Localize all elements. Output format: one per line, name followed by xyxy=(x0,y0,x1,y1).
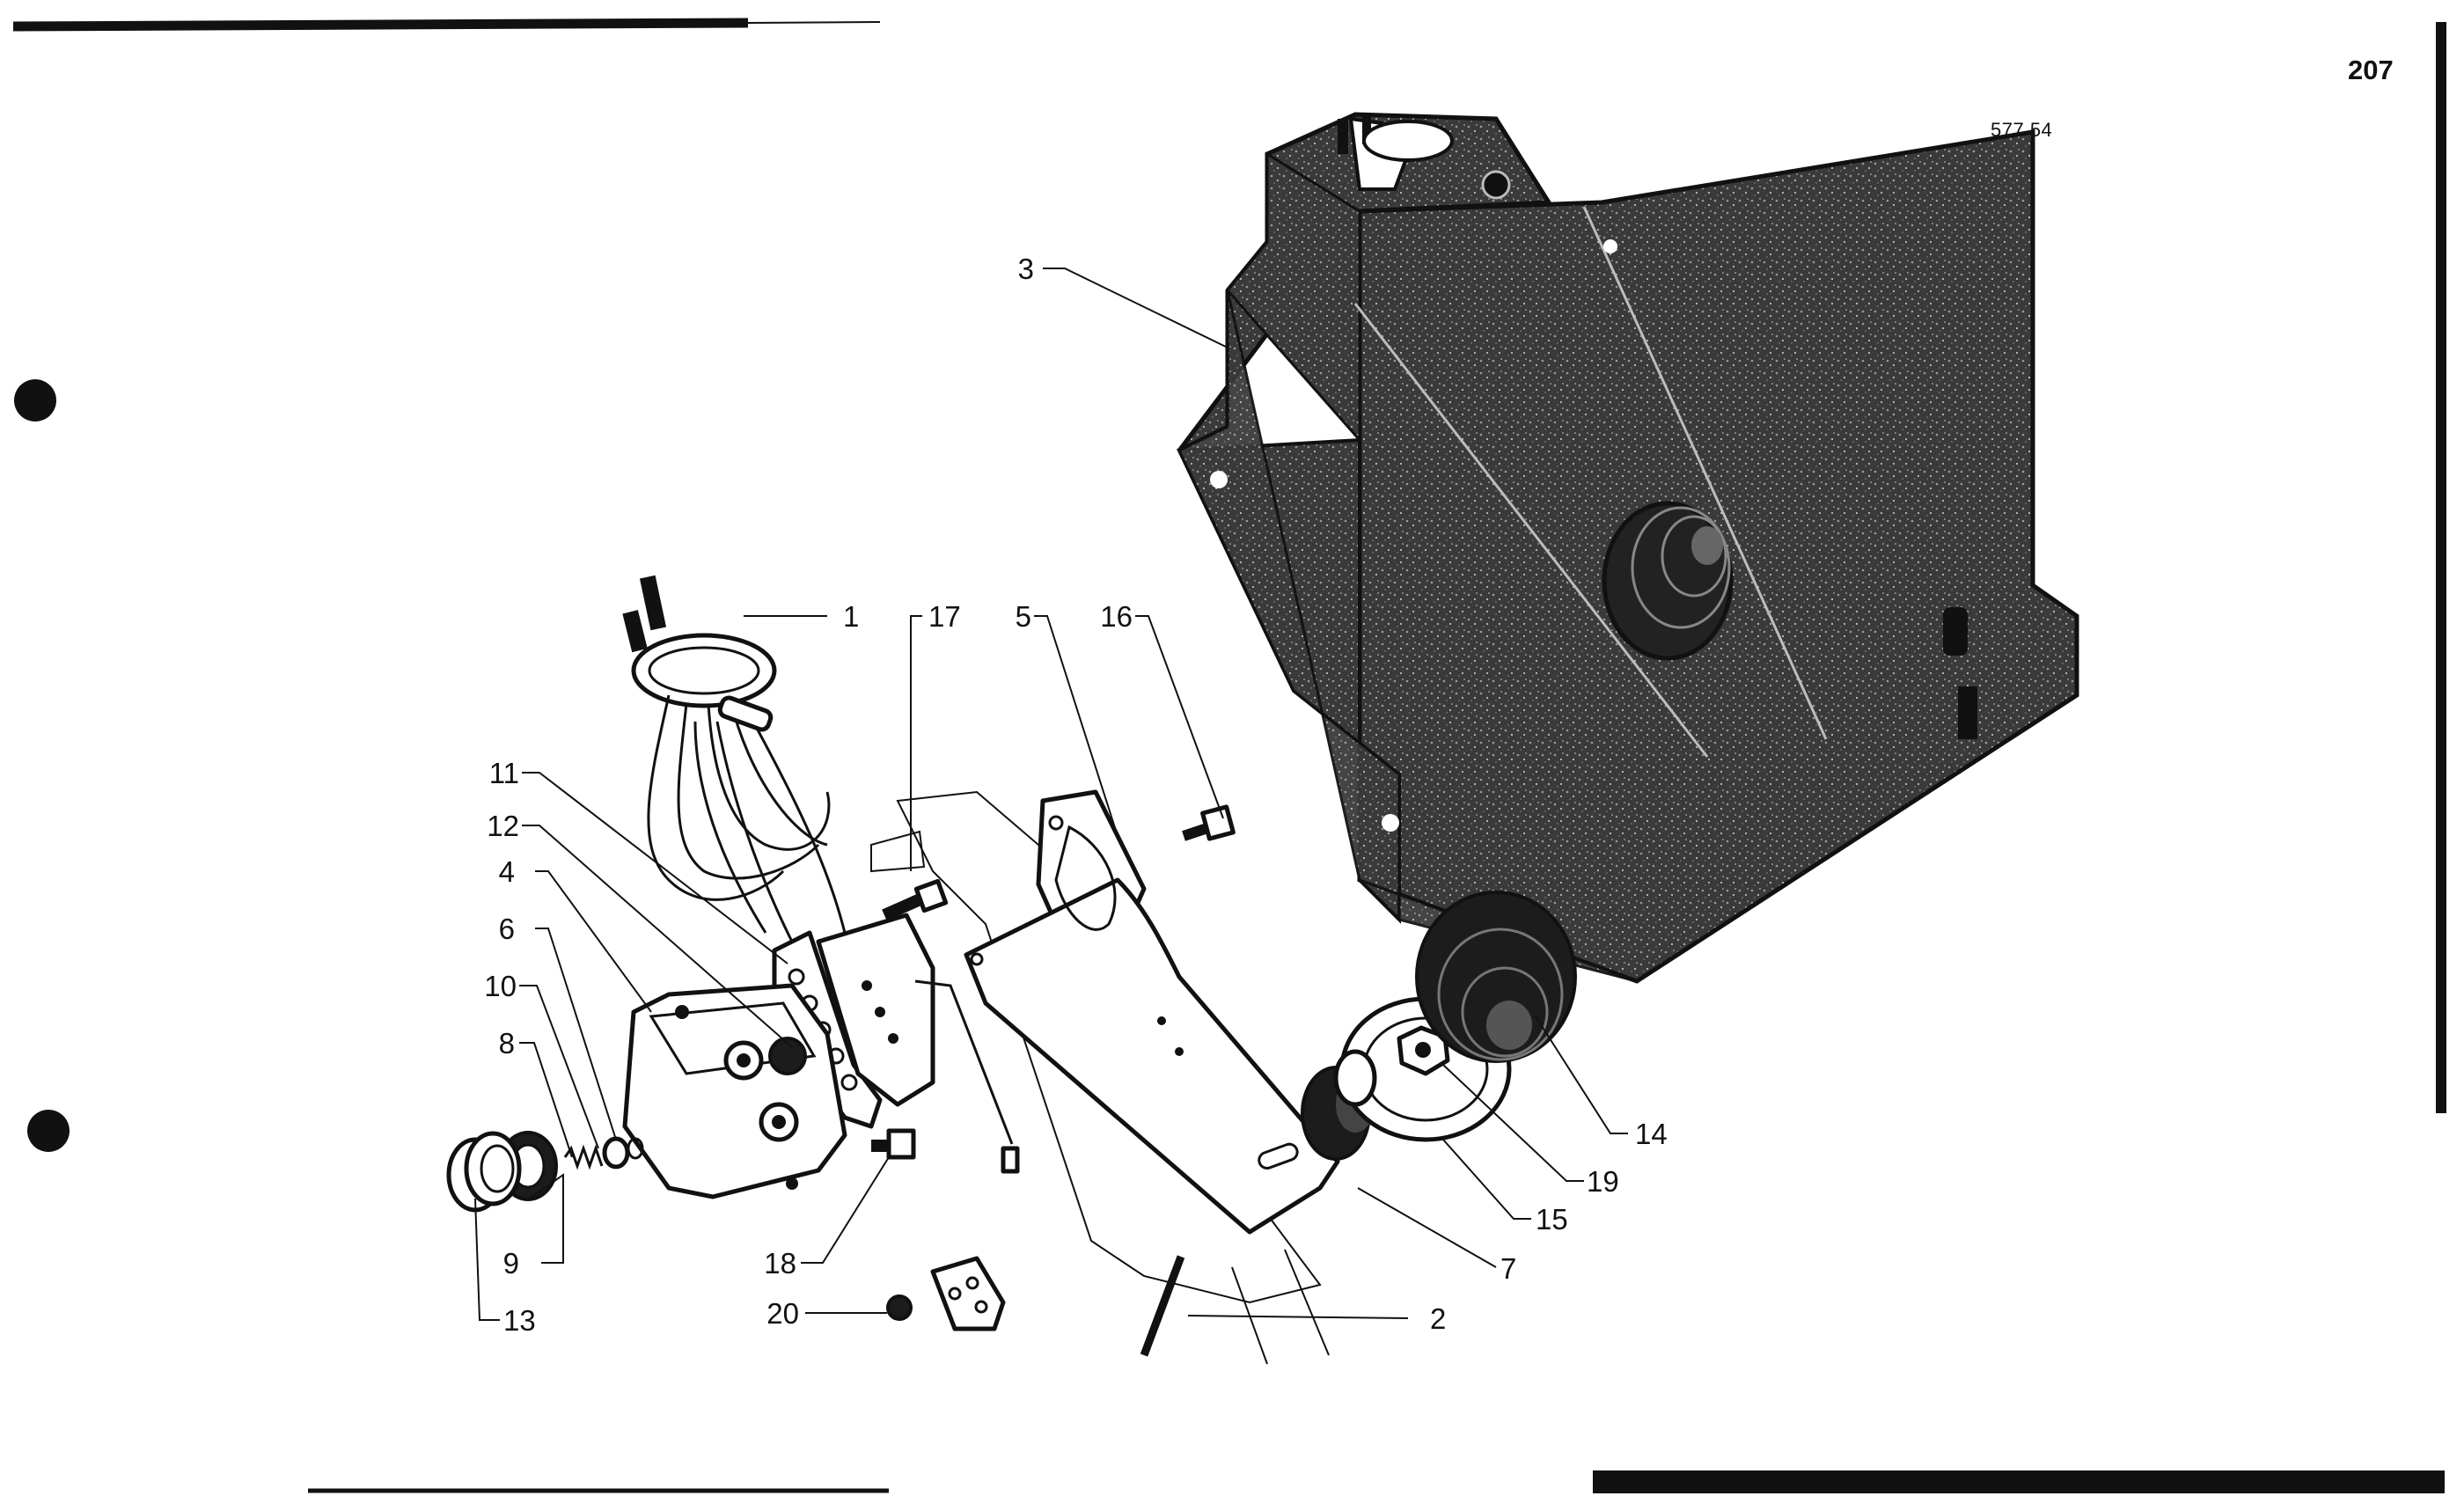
callout-1: 1 xyxy=(843,600,859,633)
part-18-screw xyxy=(871,1128,916,1160)
callout-16: 16 xyxy=(1100,600,1133,633)
callout-9: 9 xyxy=(503,1247,519,1280)
binder-hole-top xyxy=(14,379,56,422)
part-9-13-knob xyxy=(446,1131,558,1213)
part-6-10-8-springs xyxy=(563,1136,644,1170)
part-19-nut xyxy=(1397,1025,1450,1076)
control-rod xyxy=(914,979,1020,1174)
leader-lines xyxy=(474,268,1628,1321)
callout-4: 4 xyxy=(499,855,515,888)
callout-20: 20 xyxy=(766,1297,799,1330)
callout-13: 13 xyxy=(503,1304,536,1337)
part-16-screw xyxy=(1182,804,1236,841)
part-3-housing xyxy=(1176,112,2079,984)
callout-5: 5 xyxy=(1016,600,1031,633)
callout-7: 7 xyxy=(1500,1252,1516,1285)
callout-12: 12 xyxy=(487,810,519,842)
part-14-rubber-boot xyxy=(1415,891,1577,1063)
part-20-nut xyxy=(886,1294,913,1321)
callout-2: 2 xyxy=(1430,1302,1446,1335)
part-1-cable-grommet xyxy=(622,575,847,942)
callout-3: 3 xyxy=(1018,253,1034,285)
callout-17: 17 xyxy=(928,600,961,633)
callout-18: 18 xyxy=(764,1247,796,1280)
callout-10: 10 xyxy=(484,970,517,1002)
part-5-lever xyxy=(964,789,1340,1235)
callout-15: 15 xyxy=(1536,1203,1568,1236)
callout-8: 8 xyxy=(499,1027,515,1060)
callout-19: 19 xyxy=(1587,1165,1619,1198)
part-4-switch-block xyxy=(622,983,847,1199)
page-frame xyxy=(12,18,2446,1493)
binder-hole-bottom xyxy=(27,1110,70,1152)
part-2-cable xyxy=(1140,1255,1185,1357)
part-17-screw xyxy=(882,878,949,921)
small-clamp-plate xyxy=(930,1256,1006,1331)
part-11-12-plates xyxy=(772,913,935,1129)
callout-11: 11 xyxy=(489,757,519,789)
callout-14: 14 xyxy=(1635,1118,1668,1150)
page-number: 207 xyxy=(2348,55,2394,85)
callout-6: 6 xyxy=(499,913,515,945)
